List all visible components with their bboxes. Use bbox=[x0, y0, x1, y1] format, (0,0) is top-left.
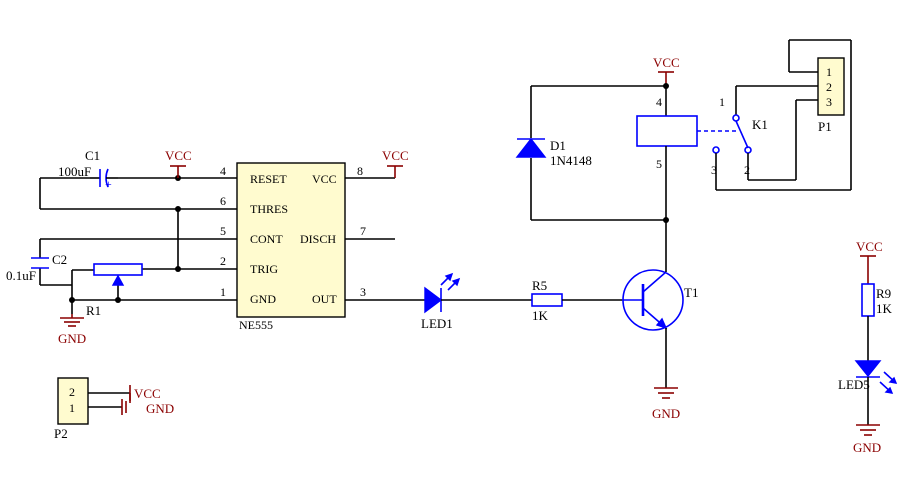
led5-ref: LED5 bbox=[838, 377, 870, 392]
diode-d1 bbox=[515, 137, 547, 158]
r5-ref: R5 bbox=[532, 278, 547, 293]
header-p2: 2 1 P2 VCC GND bbox=[54, 377, 174, 441]
capacitor-c1: + C1 100uF bbox=[58, 148, 118, 191]
ic-pin-disch: DISCH bbox=[300, 232, 336, 246]
switch-pin-2: 2 bbox=[744, 163, 750, 177]
vcc-symbol-1: VCC bbox=[165, 148, 192, 178]
power-indicator: VCC R9 1K LED5 GND bbox=[838, 239, 898, 455]
relay-pin-4: 4 bbox=[656, 95, 662, 109]
pin-num-6: 6 bbox=[220, 194, 226, 208]
p2-gnd-label: GND bbox=[146, 401, 174, 416]
led1-ref: LED1 bbox=[421, 316, 453, 331]
transistor-t1: T1 bbox=[622, 269, 698, 331]
vcc-label-2: VCC bbox=[382, 148, 409, 163]
ne555-ic: RESET VCC THRES CONT DISCH TRIG GND OUT … bbox=[220, 162, 366, 332]
ic-ref: NE555 bbox=[239, 318, 273, 332]
pin-num-4: 4 bbox=[220, 164, 226, 178]
led5 bbox=[854, 360, 882, 378]
ic-pin-reset: RESET bbox=[250, 172, 287, 186]
r9-value: 1K bbox=[876, 301, 893, 316]
ic-pin-out: OUT bbox=[312, 292, 337, 306]
p2-vcc-label: VCC bbox=[134, 386, 161, 401]
gnd-label-3: GND bbox=[853, 440, 881, 455]
ic-pin-cont: CONT bbox=[250, 232, 283, 246]
gnd-label-2: GND bbox=[652, 406, 680, 421]
p1-ref: P1 bbox=[818, 119, 832, 134]
switch-pin-1: 1 bbox=[719, 95, 725, 109]
ic-body bbox=[236, 162, 346, 318]
r5-value: 1K bbox=[532, 308, 549, 323]
pin-num-5: 5 bbox=[220, 224, 226, 238]
p2-pin-1: 1 bbox=[69, 401, 75, 415]
pin-num-8: 8 bbox=[357, 164, 363, 178]
pin-num-2: 2 bbox=[220, 254, 226, 268]
ic-pin-vcc: VCC bbox=[312, 172, 337, 186]
relay-section: VCC D1 1N4148 4 5 1 K bbox=[515, 39, 852, 221]
pin-num-7: 7 bbox=[360, 224, 366, 238]
k1-ref: K1 bbox=[752, 117, 768, 132]
wires-555 bbox=[39, 175, 425, 314]
r1-ref: R1 bbox=[86, 303, 101, 318]
p2-pin-2: 2 bbox=[69, 385, 75, 399]
c1-ref: C1 bbox=[85, 148, 100, 163]
d1-value: 1N4148 bbox=[550, 153, 592, 168]
c1-plus: + bbox=[105, 177, 112, 191]
c2-ref: C2 bbox=[52, 252, 67, 267]
capacitor-c2: C2 0.1uF bbox=[6, 252, 67, 283]
relay-pin-5: 5 bbox=[656, 157, 662, 171]
pin-num-3: 3 bbox=[360, 285, 366, 299]
ic-pin-thres: THRES bbox=[250, 202, 288, 216]
vcc-label-1: VCC bbox=[165, 148, 192, 163]
p1-pin-1: 1 bbox=[826, 65, 832, 79]
c1-value: 100uF bbox=[58, 164, 91, 179]
header-p1: 1 2 3 P1 bbox=[817, 57, 845, 134]
pin-num-1: 1 bbox=[220, 285, 226, 299]
vcc-symbol-2: VCC bbox=[382, 148, 409, 178]
r9-ref: R9 bbox=[876, 286, 891, 301]
resistor-r5: R5 1K bbox=[531, 278, 622, 323]
t1-ref: T1 bbox=[684, 285, 698, 300]
led1: LED1 bbox=[421, 272, 532, 331]
ic-pin-gnd: GND bbox=[250, 292, 276, 306]
vcc-label-4: VCC bbox=[856, 239, 883, 254]
ic-pin-trig: TRIG bbox=[250, 262, 278, 276]
gnd-symbol-1: GND bbox=[58, 314, 86, 346]
vcc-label-3: VCC bbox=[653, 55, 680, 70]
gnd-symbol-2: GND bbox=[652, 387, 680, 421]
p1-pin-3: 3 bbox=[826, 95, 832, 109]
potentiometer-r1: R1 bbox=[72, 263, 143, 318]
d1-ref: D1 bbox=[550, 138, 566, 153]
p1-pin-2: 2 bbox=[826, 80, 832, 94]
c2-value: 0.1uF bbox=[6, 268, 36, 283]
switch-pin-3: 3 bbox=[711, 163, 717, 177]
p2-ref: P2 bbox=[54, 426, 68, 441]
resistor-r9 bbox=[861, 283, 875, 317]
relay-coil bbox=[636, 115, 698, 147]
gnd-label-1: GND bbox=[58, 331, 86, 346]
